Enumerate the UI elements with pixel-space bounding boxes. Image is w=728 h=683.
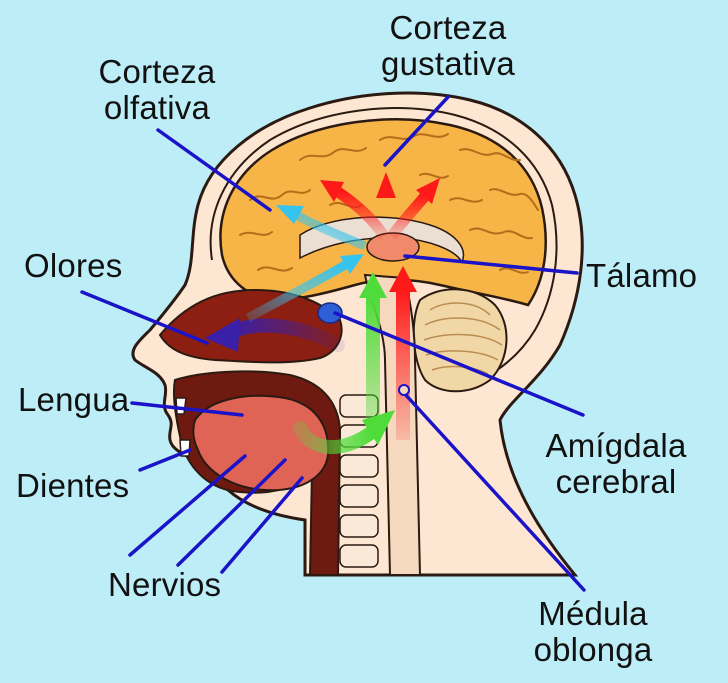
label-medula-line1: Médula bbox=[538, 595, 648, 632]
label-corteza-olfativa: Corteza olfativa bbox=[72, 54, 242, 126]
label-corteza-olfativa-line1: Corteza bbox=[98, 53, 216, 90]
tongue bbox=[192, 394, 330, 492]
taste-red-shaft bbox=[396, 290, 410, 440]
label-nervios: Nervios bbox=[108, 566, 222, 603]
pointer-lines bbox=[80, 95, 586, 592]
label-amigdala-cerebral: Amígdala cerebral bbox=[526, 428, 706, 500]
label-corteza-gustativa-line1: Corteza bbox=[389, 9, 507, 46]
label-corteza-gustativa: Corteza gustativa bbox=[358, 10, 538, 82]
medulla-marker bbox=[398, 384, 410, 396]
taste-green-arrowhead bbox=[359, 272, 387, 298]
taste-curve-arrow bbox=[293, 421, 379, 454]
odor-arrow bbox=[223, 318, 345, 352]
taste-green-shaft bbox=[366, 295, 380, 435]
label-corteza-olfativa-line2: olfativa bbox=[103, 89, 211, 126]
label-lengua: Lengua bbox=[18, 381, 130, 418]
label-talamo: Tálamo bbox=[586, 257, 698, 294]
olfactory-arrows bbox=[245, 205, 367, 322]
label-medula-oblonga: Médula oblonga bbox=[508, 596, 678, 668]
taste-red-arrowhead bbox=[389, 266, 417, 292]
label-dientes: Dientes bbox=[16, 467, 130, 504]
gustatory-arrows bbox=[320, 172, 440, 240]
label-amigdala-line2: cerebral bbox=[555, 463, 677, 500]
amygdala bbox=[317, 302, 343, 324]
odor-arrowhead bbox=[205, 318, 240, 352]
label-amigdala-line1: Amígdala bbox=[545, 427, 687, 464]
label-corteza-gustativa-line2: gustativa bbox=[381, 45, 515, 82]
label-medula-line2: oblonga bbox=[533, 631, 653, 668]
label-olores: Olores bbox=[24, 247, 123, 284]
skull-outline bbox=[209, 107, 558, 381]
